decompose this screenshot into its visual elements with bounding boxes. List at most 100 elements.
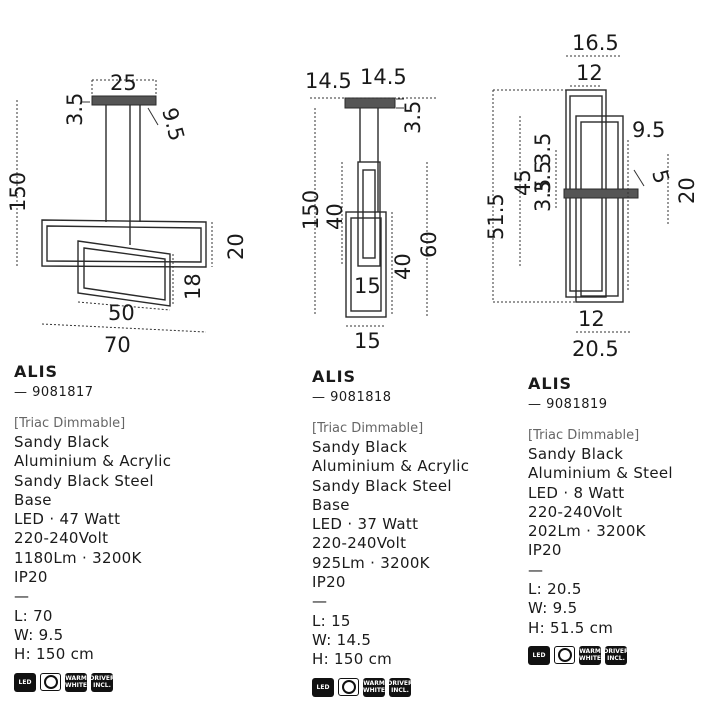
led-icon: LED	[312, 677, 334, 697]
spec-line: 220-240Volt	[312, 534, 407, 553]
dim-frame-height: 20	[224, 233, 248, 260]
dim-total-frame: 60	[417, 231, 441, 258]
led-icon: LED	[528, 645, 550, 665]
upper-frame	[357, 161, 381, 267]
inner-frame	[77, 240, 171, 307]
front-frame	[575, 115, 624, 303]
product-code: — 9081818	[312, 390, 392, 405]
product-code: — 9081817	[14, 385, 94, 400]
dim-step-2: 3.5	[531, 161, 555, 194]
dimmable-tag: [Triac Dimmable]	[14, 416, 126, 431]
dim-height: 51.5	[484, 193, 508, 240]
product-code: — 9081819	[528, 397, 608, 412]
spec-line: Sandy Black	[312, 438, 408, 456]
size-length: L: 20.5	[528, 580, 582, 599]
spec-line: IP20	[312, 573, 346, 592]
drawing-9081817: 25 3.5 9.5 150 20 18 50 70	[6, 71, 248, 357]
product-9081817: ALIS — 9081817 [Triac Dimmable] Sandy Bl…	[14, 362, 214, 692]
spec-line: IP20	[528, 541, 562, 560]
dim-height: 150	[299, 190, 323, 230]
dim-inner-width: 15	[354, 274, 381, 298]
spec-line: 1180Lm · 3200K	[14, 548, 142, 567]
dim-step-1: 3.5	[531, 133, 555, 166]
spec-line: IP20	[14, 568, 48, 587]
product-name: ALIS	[312, 367, 357, 386]
dim-height: 150	[6, 172, 30, 212]
product-name: ALIS	[528, 374, 573, 393]
outer-frame	[41, 219, 207, 268]
size-width: W: 14.5	[312, 630, 372, 649]
spec-line: LED · 8 Watt	[528, 483, 625, 502]
drawing-9081818: 14.5 14.5 3.5 150 40 60 40 15 15	[299, 65, 441, 353]
spec-line: Aluminium & Steel	[528, 464, 673, 483]
dim-upper-height: 40	[323, 203, 347, 230]
dimmable-icon	[338, 677, 359, 696]
spec-line: 202Lm · 3200K	[528, 522, 646, 541]
spec-line: LED · 47 Watt	[14, 510, 121, 529]
size-length: L: 70	[14, 606, 53, 625]
dim-inner-top: 12	[576, 61, 603, 85]
lower-frame	[345, 211, 387, 318]
dim-inner-bottom: 12	[578, 307, 605, 331]
technical-drawings: 25 3.5 9.5 150 20 18 50 70 14.5 14.5 3.5…	[6, 31, 699, 360]
dim-depth: 9.5	[632, 118, 665, 142]
dim-inner-width: 50	[108, 301, 135, 325]
dimmable-tag: [Triac Dimmable]	[312, 421, 424, 436]
dim-top-width: 25	[110, 71, 137, 95]
dim-top-width: 16.5	[572, 31, 619, 55]
size-length: L: 15	[312, 611, 351, 630]
size-height: H: 150 cm	[312, 650, 393, 669]
dim-right-half: 14.5	[360, 65, 407, 89]
spec-line: 220-240Volt	[14, 529, 109, 548]
spec-line: Sandy Black	[14, 433, 110, 451]
drawing-9081819: 16.5 12 51.5 45 3.5 3.5 3.5 9.5 5 20 12 …	[484, 31, 699, 360]
dimmable-tag: [Triac Dimmable]	[528, 428, 640, 443]
dim-canopy-height: 3.5	[63, 93, 87, 126]
spec-line: Base	[14, 490, 52, 509]
dim-bracket-height: 20	[675, 177, 699, 204]
dim-canopy-height: 3.5	[401, 101, 425, 134]
canopy	[344, 97, 396, 109]
dim-lower-height: 40	[391, 253, 415, 280]
size-width: W: 9.5	[14, 625, 64, 644]
product-name: ALIS	[14, 362, 59, 381]
dim-frame-height: 45	[511, 169, 535, 196]
size-height: H: 150 cm	[14, 645, 95, 664]
spec-line: Aluminium & Acrylic	[312, 457, 470, 476]
canopy	[91, 95, 157, 106]
separator: —	[312, 592, 327, 611]
dimmable-icon	[554, 645, 575, 664]
dim-canopy-depth: 9.5	[157, 105, 189, 143]
dimmable-icon	[40, 672, 61, 691]
dim-inner-height: 18	[181, 273, 205, 300]
spec-line: Sandy Black	[528, 445, 624, 463]
spec-line: Sandy Black Steel	[14, 471, 154, 490]
dim-left-half: 14.5	[305, 69, 352, 93]
dim-width: 15	[354, 329, 381, 353]
spec-line: LED · 37 Watt	[312, 515, 419, 534]
spec-line: Sandy Black Steel	[312, 476, 452, 495]
product-9081818: ALIS — 9081818 [Triac Dimmable] Sandy Bl…	[312, 367, 512, 697]
dim-step-3: 3.5	[531, 179, 555, 212]
dim-bracket: 5	[647, 167, 674, 186]
wall-bracket	[563, 188, 639, 199]
dim-bottom-width: 20.5	[572, 337, 619, 360]
separator: —	[528, 560, 543, 579]
led-icon: LED	[14, 672, 36, 692]
dim-length: 70	[104, 333, 131, 357]
size-height: H: 51.5 cm	[528, 618, 614, 637]
separator: —	[14, 587, 29, 606]
spec-line: 925Lm · 3200K	[312, 553, 430, 572]
spec-line: 220-240Volt	[528, 502, 623, 521]
spec-line: Base	[312, 495, 350, 514]
product-9081819: ALIS — 9081819 [Triac Dimmable] Sandy Bl…	[528, 374, 724, 665]
